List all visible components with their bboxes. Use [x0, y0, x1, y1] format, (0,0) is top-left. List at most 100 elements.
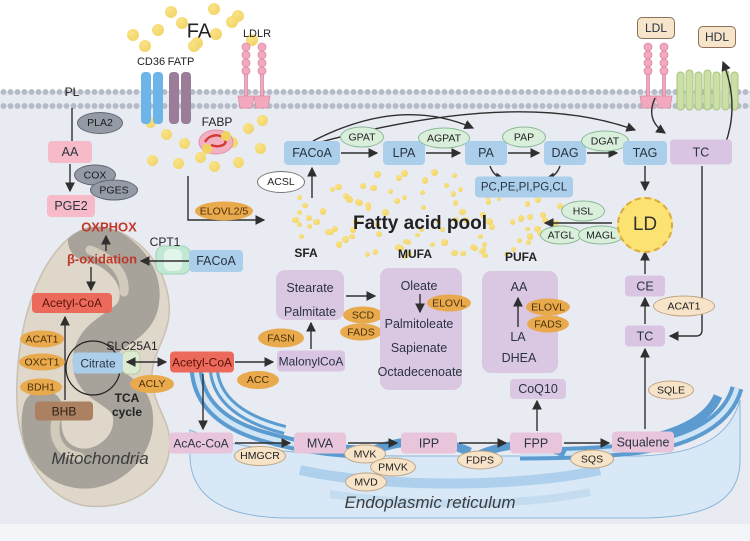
node-mufa-box — [380, 268, 462, 390]
enzyme-mvd: MVD — [345, 472, 387, 492]
enzyme-pla2: PLA2 — [77, 112, 123, 134]
label-ldlr: LDLR — [242, 28, 272, 40]
label-fabp: FABP — [201, 115, 233, 129]
fa-dot — [460, 250, 466, 257]
fa-dot — [208, 3, 220, 15]
fa-dot — [401, 253, 407, 259]
node-mva: MVA — [294, 432, 346, 454]
fa-dot — [299, 234, 305, 240]
enzyme-pap: PAP — [502, 126, 546, 148]
fa-dot — [178, 137, 190, 149]
node-dag: DAG — [544, 141, 586, 165]
enzyme-gpat: GPAT — [340, 126, 384, 148]
enzyme-dgat: DGAT — [581, 130, 629, 152]
label-mufa: MUFA — [398, 247, 432, 261]
node-squalene: Squalene — [612, 431, 674, 453]
arrow-ldlr-tc — [651, 97, 667, 134]
fa-dot — [540, 212, 546, 218]
fa-dot — [305, 214, 312, 221]
fa-dot — [307, 223, 313, 229]
fa-dot — [375, 222, 380, 227]
fa-dot — [485, 199, 492, 205]
fa-dot — [226, 16, 238, 28]
fa-dot — [208, 160, 220, 172]
fa-dot — [165, 6, 177, 18]
fa-dot — [381, 209, 389, 216]
fa-dot — [375, 230, 382, 238]
label-stearate: Stearate — [286, 281, 334, 295]
node-coq10: CoQ10 — [510, 379, 566, 399]
fa-dot — [525, 239, 531, 245]
fa-dot — [395, 174, 403, 182]
fa-dot — [210, 28, 222, 40]
fa-dot — [292, 216, 299, 224]
arrow-facoa-pa-arc — [312, 114, 475, 142]
fa-dot — [296, 210, 302, 216]
fa-dot — [457, 187, 463, 193]
enzyme-acc: ACC — [237, 371, 279, 389]
fa-dot — [312, 218, 320, 226]
label-palmitate: Palmitate — [283, 305, 337, 319]
enzyme-fdps: FDPS — [457, 450, 503, 470]
enzyme-pges: PGES — [90, 179, 138, 201]
fa-dot — [297, 195, 303, 201]
label-tca-cycle: TCA cycle — [111, 391, 143, 419]
fa-dot — [320, 208, 327, 215]
fa-dot — [370, 184, 377, 192]
fa-dot — [172, 157, 184, 169]
label-sfa: SFA — [294, 246, 318, 260]
fa-dot — [393, 198, 400, 205]
fa-dot — [439, 227, 445, 232]
mitochondria-shape — [16, 226, 171, 508]
fa-dot — [160, 128, 172, 140]
fa-dot — [509, 219, 515, 225]
node-ipp: IPP — [401, 432, 457, 454]
arrow-elovl25-pool — [187, 176, 266, 225]
cd36-transporter — [141, 72, 163, 124]
fa-dot — [526, 232, 534, 240]
fa-dot — [421, 177, 429, 184]
fa-dot — [418, 226, 424, 232]
fa-dot — [401, 194, 408, 201]
label-pl: PL — [64, 85, 80, 99]
fa-dot — [526, 213, 534, 221]
label-pufa: PUFA — [504, 250, 538, 264]
membrane-inner-leaflet — [0, 102, 750, 110]
label-octadecenoate: Octadecenoate — [377, 365, 463, 379]
fa-dot — [374, 171, 382, 179]
fa-dot — [482, 241, 488, 247]
bottom-strip — [0, 524, 750, 541]
fa-dot — [387, 188, 394, 194]
fa-dot — [403, 238, 409, 244]
enzyme-acat1-mito: ACAT1 — [20, 330, 64, 348]
fa-dot — [302, 202, 309, 209]
node-hdl: HDL — [698, 26, 736, 48]
fa-dot — [441, 239, 448, 246]
fa-dot — [246, 34, 258, 46]
fa-dot — [496, 196, 502, 202]
node-fpp: FPP — [510, 432, 562, 454]
node-facoa-top: FACoA — [284, 141, 340, 165]
enzyme-hmgcr: HMGCR — [234, 446, 286, 466]
enzyme-oxct1: OXCT1 — [19, 353, 65, 371]
node-acetylcoa-cyto: Acetyl-CoA — [170, 351, 234, 373]
label-endoplasmic-reticulum: Endoplasmic reticulum — [344, 493, 516, 512]
hdl-transporter — [676, 69, 739, 111]
fa-dot — [535, 197, 541, 203]
fa-dot — [324, 229, 331, 235]
fa-dot — [488, 223, 495, 230]
label-la: LA — [510, 330, 526, 344]
fa-dot — [352, 218, 360, 226]
fa-dot — [452, 172, 458, 178]
enzyme-elovl-mufa: ELOVL — [427, 294, 471, 312]
fa-dot — [450, 190, 457, 197]
label-beta-oxidation: β-oxidation — [66, 251, 138, 267]
fa-dot — [429, 241, 435, 247]
ldlr-receptor — [237, 42, 271, 109]
fa-dot — [557, 203, 563, 209]
enzyme-acsl: ACSL — [257, 171, 305, 193]
enzyme-fads-pufa: FADS — [527, 315, 569, 333]
enzyme-hsl: HSL — [561, 200, 605, 222]
fa-dot — [350, 227, 356, 233]
